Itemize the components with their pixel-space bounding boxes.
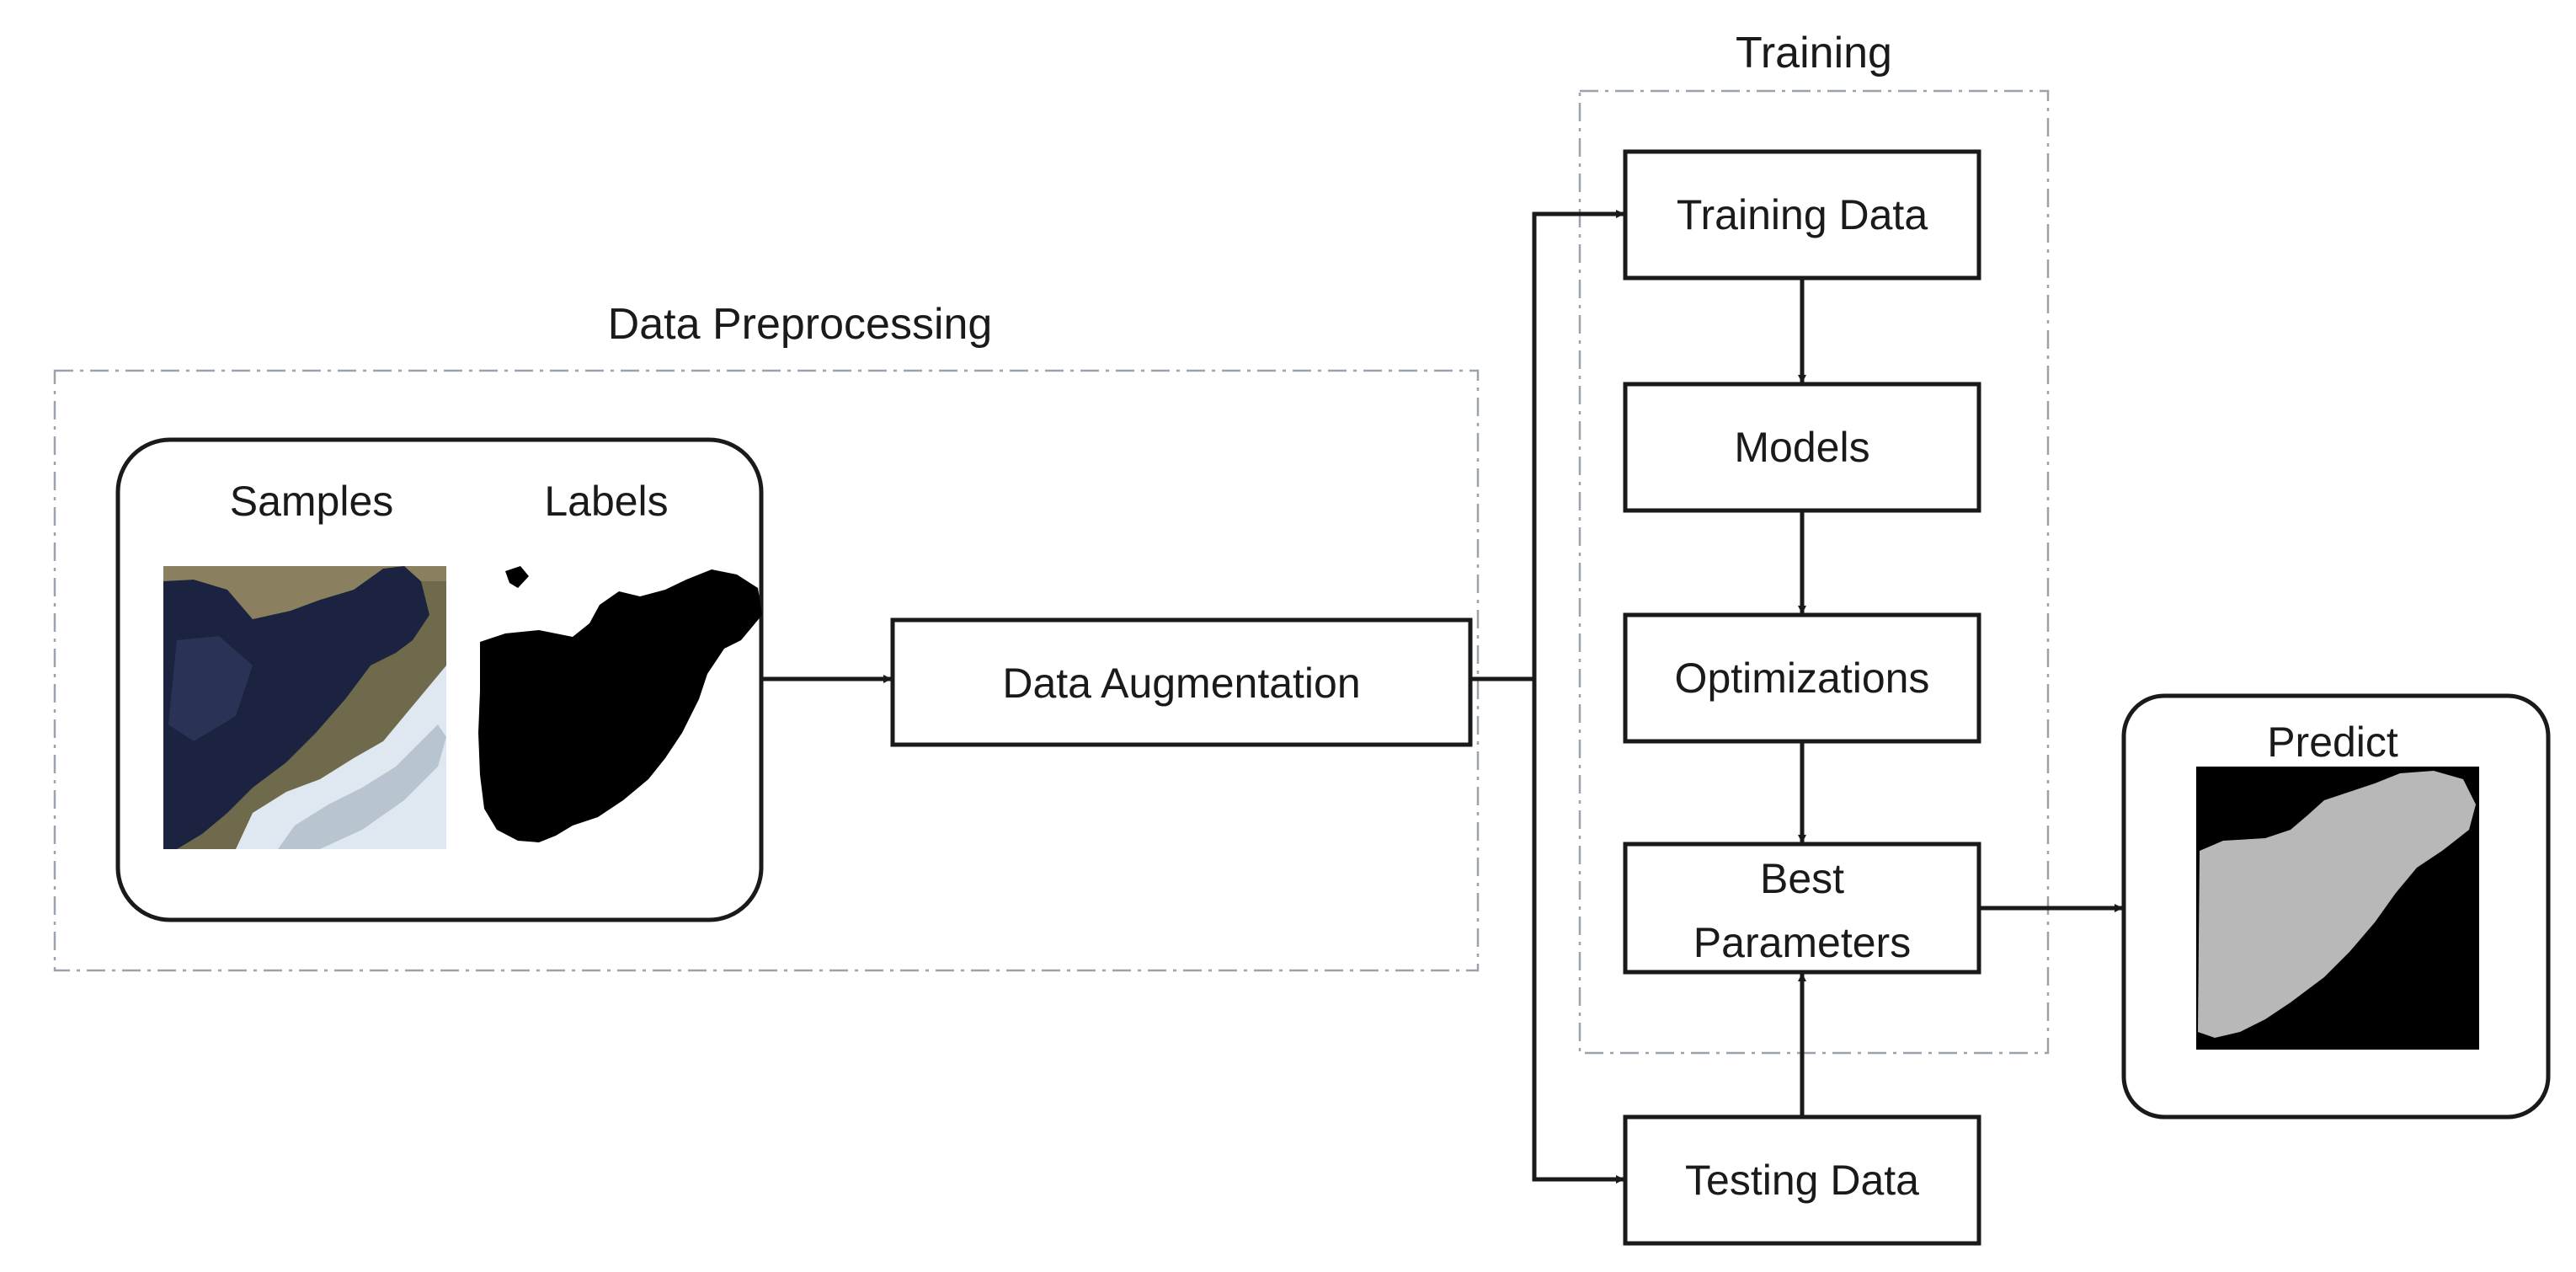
training-data-box	[1623, 149, 1981, 281]
data-augmentation-label: Data Augmentation	[1002, 660, 1360, 707]
best-parameters-box	[1623, 842, 1981, 975]
preprocessing-region-label: Data Preprocessing	[608, 300, 993, 349]
best-parameters-label-line1: Best	[1760, 855, 1844, 902]
training-region-label: Training	[1736, 29, 1892, 77]
optimizations-box	[1623, 612, 1981, 744]
preprocessing-region	[53, 369, 1480, 972]
label-mask-image	[478, 566, 762, 842]
testing-data-label: Testing Data	[1685, 1157, 1919, 1204]
labels-label: Labels	[544, 478, 668, 525]
arrow-split-to-testing-data	[1532, 679, 1624, 1184]
predict-label: Predict	[2267, 719, 2398, 766]
sample-satellite-image	[163, 566, 446, 849]
best-parameters-label-line2: Parameters	[1693, 919, 1911, 966]
training-region	[1578, 89, 2050, 1055]
samples-label: Samples	[230, 478, 394, 525]
training-data-label: Training Data	[1677, 191, 1928, 238]
models-label: Models	[1734, 424, 1869, 471]
models-box	[1623, 382, 1981, 513]
optimizations-label: Optimizations	[1675, 655, 1930, 702]
data-augmentation-box	[890, 617, 1473, 747]
testing-data-box	[1623, 1114, 1981, 1246]
predict-result-image	[2196, 767, 2479, 1050]
